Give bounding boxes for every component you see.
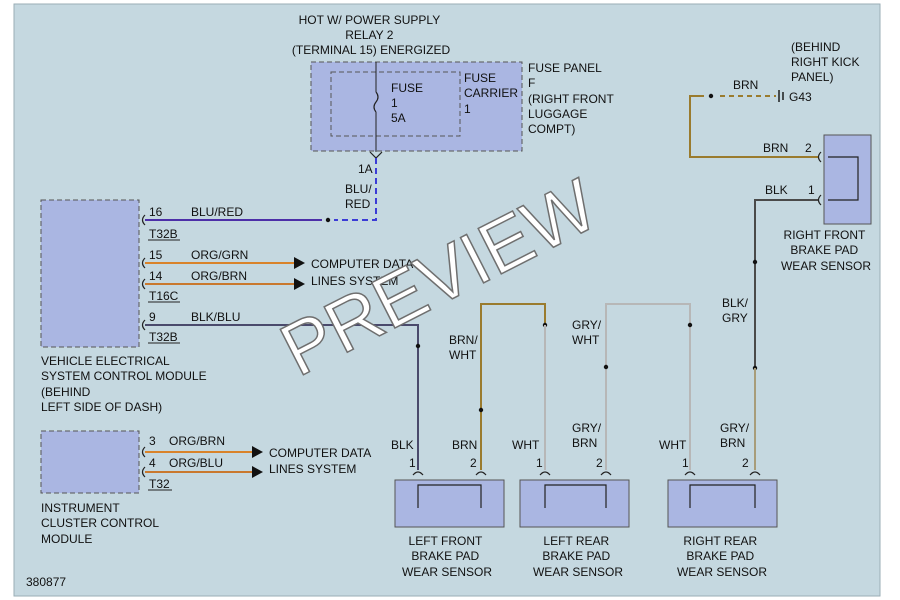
connector-icon <box>141 278 146 290</box>
icm-wire-4: ORG/BLU <box>169 456 223 470</box>
sensor-loop-icon <box>544 484 607 508</box>
vesc-label: VEHICLE ELECTRICAL SYSTEM CONTROL MODULE… <box>41 354 210 414</box>
diagram-id: 380877 <box>26 575 66 589</box>
rr-sensor-box <box>667 479 778 528</box>
connector-icon <box>141 319 146 331</box>
rf-sensor-label: RIGHT FRONT BRAKE PAD WEAR SENSOR <box>781 228 871 273</box>
vesc-wire-14: ORG/BRN <box>191 269 247 283</box>
fuse-out-pin: 1A <box>358 162 373 176</box>
arrow-icon <box>294 278 305 290</box>
arrow-icon <box>252 466 263 478</box>
sensor-loop-icon <box>689 484 756 508</box>
lr-wire-1: WHT <box>512 438 540 452</box>
sensor-loop-icon <box>828 156 859 201</box>
wire-label-blk-gry: BLK/ GRY <box>722 296 751 325</box>
connector-icon <box>141 257 146 269</box>
lf-sensor-box <box>394 479 505 528</box>
splice-dot <box>687 322 693 328</box>
vesc-connector-2: T16C <box>149 289 179 303</box>
splice-dot <box>478 407 484 413</box>
ground-icon <box>778 90 784 102</box>
splice-dot <box>708 93 714 99</box>
splice-dot <box>325 217 331 223</box>
connector-icon <box>141 446 146 458</box>
computer-data-label-icm: COMPUTER DATA LINES SYSTEM <box>269 446 374 476</box>
connector-icon <box>539 471 551 476</box>
rf-wire-2: BRN <box>763 141 788 155</box>
lf-pin-2: 2 <box>470 456 477 470</box>
connector-icon <box>141 466 146 478</box>
connector-icon <box>412 471 424 476</box>
connector-icon <box>600 471 612 476</box>
rr-wire-1: WHT <box>659 438 687 452</box>
vesc-wire-9: BLK/BLU <box>191 310 240 324</box>
fuse-panel-label: FUSE PANEL F (RIGHT FRONT LUGGAGE COMPT) <box>528 61 617 136</box>
wire-label-blu-red-vertical: BLU/ RED <box>345 182 375 211</box>
rf-pin-2: 2 <box>805 141 812 155</box>
icm-pin-3: 3 <box>149 434 156 448</box>
wire-blk-gry <box>754 199 818 368</box>
sensor-loop-icon <box>417 484 482 508</box>
connector-icon <box>749 471 761 476</box>
lf-wire-1: BLK <box>391 438 414 452</box>
icm-wire-3: ORG/BRN <box>169 434 225 448</box>
fuse-carrier-box <box>330 71 461 137</box>
fuse-carrier-label: FUSE CARRIER 1 <box>464 71 521 116</box>
icm-module-box <box>40 430 140 494</box>
lf-wire-2: BRN <box>452 438 477 452</box>
splice-dot <box>752 259 758 265</box>
lr-sensor-box <box>519 479 630 528</box>
rf-sensor-box <box>823 134 872 225</box>
connector-icon <box>684 471 696 476</box>
splice-dot <box>415 343 421 349</box>
rr-pin-2: 2 <box>742 456 749 470</box>
connector-icon <box>475 471 487 476</box>
wire-gry-wht <box>605 303 691 470</box>
wire-label-gry-brn-rr: GRY/ BRN <box>720 421 752 450</box>
fuse-label: FUSE 1 5A <box>391 81 426 125</box>
computer-data-label-vesc: COMPUTER DATA LINES SYSTEM <box>311 257 416 288</box>
connector-icon <box>141 214 146 226</box>
vesc-pin-14: 14 <box>149 269 163 283</box>
vesc-wire-16: BLU/RED <box>191 205 243 219</box>
vesc-pin-16: 16 <box>149 205 163 219</box>
connector-icon <box>817 194 822 206</box>
wire-label-gry-brn-lr: GRY/ BRN <box>572 421 604 450</box>
ground-id-label: G43 <box>789 90 812 104</box>
vesc-connector-1: T32B <box>149 227 178 241</box>
wire-blu-red <box>334 158 377 221</box>
icm-connector: T32 <box>149 477 170 491</box>
lr-pin-1: 1 <box>536 456 543 470</box>
vesc-pin-9: 9 <box>149 310 156 324</box>
rf-pin-1: 1 <box>808 183 815 197</box>
connector-icon <box>817 151 822 163</box>
lr-pin-2: 2 <box>596 456 603 470</box>
wire-brn-ground <box>689 95 818 158</box>
ground-location-label: (BEHIND RIGHT KICK PANEL) <box>791 40 863 84</box>
vesc-module-box <box>40 199 140 348</box>
lr-sensor-label: LEFT REAR BRAKE PAD WEAR SENSOR <box>533 534 623 579</box>
vesc-wire-15: ORG/GRN <box>191 248 248 262</box>
relay-label: HOT W/ POWER SUPPLY RELAY 2 (TERMINAL 15… <box>292 13 451 57</box>
vesc-pin-15: 15 <box>149 248 163 262</box>
fuse-icon <box>373 91 379 113</box>
rf-wire-1: BLK <box>765 183 788 197</box>
lf-pin-1: 1 <box>409 456 416 470</box>
arrow-icon <box>294 257 305 269</box>
rr-pin-1: 1 <box>682 456 689 470</box>
rr-sensor-label: RIGHT REAR BRAKE PAD WEAR SENSOR <box>677 534 767 579</box>
icm-pin-4: 4 <box>149 456 156 470</box>
arrow-icon <box>252 446 263 458</box>
wire-label-gry-wht: GRY/ WHT <box>572 318 604 347</box>
wire-label-brn-wht: BRN/ WHT <box>449 333 481 362</box>
icm-label: INSTRUMENT CLUSTER CONTROL MODULE <box>41 501 162 546</box>
lf-sensor-label: LEFT FRONT BRAKE PAD WEAR SENSOR <box>402 534 492 579</box>
vesc-connector-3: T32B <box>149 330 178 344</box>
splice-dot <box>603 364 609 370</box>
ground-wire-label: BRN <box>733 78 758 92</box>
wire-blk-blu <box>145 324 419 470</box>
